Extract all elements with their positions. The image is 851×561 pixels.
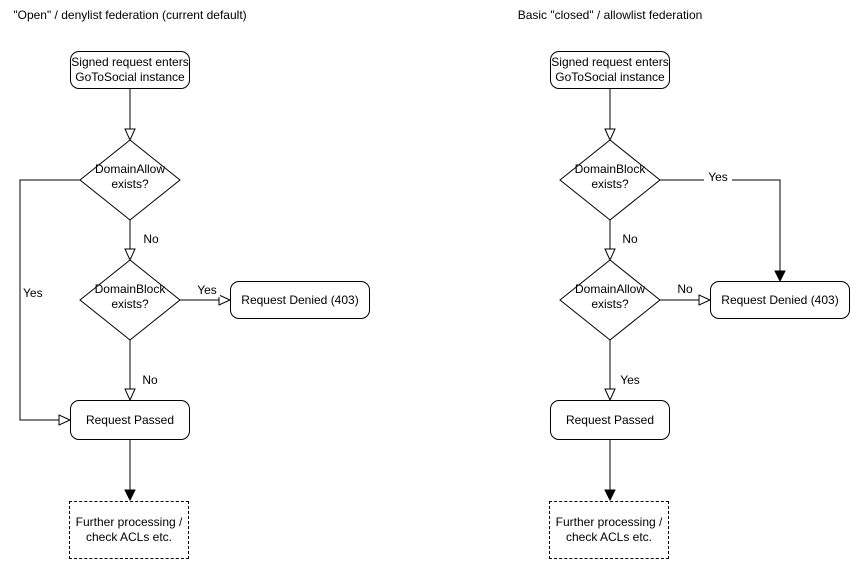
arrowhead-filled <box>774 270 786 283</box>
right-chart-title: Basic "closed" / allowlist federation <box>517 8 703 22</box>
left-decision2-label: DomainBlock exists? <box>80 282 180 312</box>
node-text-line: Request Denied (403) <box>241 292 359 307</box>
left-chart-title: "Open" / denylist federation (current de… <box>13 8 247 22</box>
edge-label-yes: Yes <box>616 374 644 387</box>
arrowhead-open <box>124 248 136 262</box>
left-decision2-diamond <box>79 259 181 341</box>
node-text-line: check ACLs etc. <box>565 530 653 544</box>
right-decision2-label: DomainAllow exists? <box>560 282 660 312</box>
edge-label-no: No <box>138 374 162 387</box>
right-denied-node: Request Denied (403) <box>710 281 850 319</box>
node-text-line: Signed request enters <box>71 55 189 69</box>
arrowhead-open <box>124 388 136 402</box>
arrowhead-open <box>604 248 616 262</box>
edge-label-yes: Yes <box>194 284 220 297</box>
edge-label-no: No <box>139 233 163 246</box>
node-text-line: Request Denied (403) <box>721 292 839 307</box>
left-further-processing-node: Further processing / check ACLs etc. <box>69 501 189 559</box>
node-text-line: Signed request enters <box>551 55 669 69</box>
node-text-line: DomainBlock <box>574 162 646 176</box>
node-text-line: check ACLs etc. <box>85 530 173 544</box>
left-decision1-diamond <box>79 139 181 221</box>
edge-label-yes: Yes <box>704 171 732 184</box>
node-text-line: GoToSocial instance <box>555 70 665 84</box>
edge-label-no: No <box>673 283 697 296</box>
left-decision1-label: DomainAllow exists? <box>80 162 180 192</box>
node-text-line: DomainAllow <box>94 162 166 176</box>
left-denied-node: Request Denied (403) <box>230 281 370 319</box>
node-text-line: exists? <box>111 177 149 191</box>
left-flowchart-edges <box>19 89 232 502</box>
node-text-line: exists? <box>591 297 629 311</box>
left-passed-node: Request Passed <box>70 400 190 440</box>
right-passed-node: Request Passed <box>550 400 670 440</box>
right-decision1-label: DomainBlock exists? <box>560 162 660 192</box>
node-text-line: Request Passed <box>565 412 655 427</box>
left-start-node: Signed request enters GoToSocial instanc… <box>70 51 190 89</box>
arrowhead-open <box>698 294 712 306</box>
right-flowchart-edges <box>604 89 786 502</box>
node-text-line: exists? <box>591 177 629 191</box>
arrowhead-open <box>604 128 616 142</box>
node-text-line: GoToSocial instance <box>75 70 185 84</box>
arrowhead-filled <box>604 489 616 502</box>
right-start-node: Signed request enters GoToSocial instanc… <box>550 51 670 89</box>
edge-decision1-yes-to-denied <box>660 179 781 271</box>
edge-decision1-yes-to-passed <box>19 179 80 421</box>
right-decision2-diamond <box>559 259 661 341</box>
right-further-processing-node: Further processing / check ACLs etc. <box>549 501 669 559</box>
node-text-line: DomainAllow <box>574 282 646 296</box>
right-decision1-diamond <box>559 139 661 221</box>
edge-label-no: No <box>618 233 642 246</box>
edge-label-yes: Yes <box>23 286 43 300</box>
arrowhead-open <box>604 388 616 402</box>
arrowhead-open <box>124 128 136 142</box>
arrowhead-filled <box>124 489 136 502</box>
arrowhead-open <box>58 414 72 426</box>
node-text-line: Request Passed <box>85 412 175 427</box>
node-text-line: exists? <box>111 297 149 311</box>
node-text-line: Further processing / <box>75 515 183 529</box>
node-text-line: DomainBlock <box>94 282 166 296</box>
node-text-line: Further processing / <box>555 515 663 529</box>
arrowhead-open <box>218 294 232 306</box>
